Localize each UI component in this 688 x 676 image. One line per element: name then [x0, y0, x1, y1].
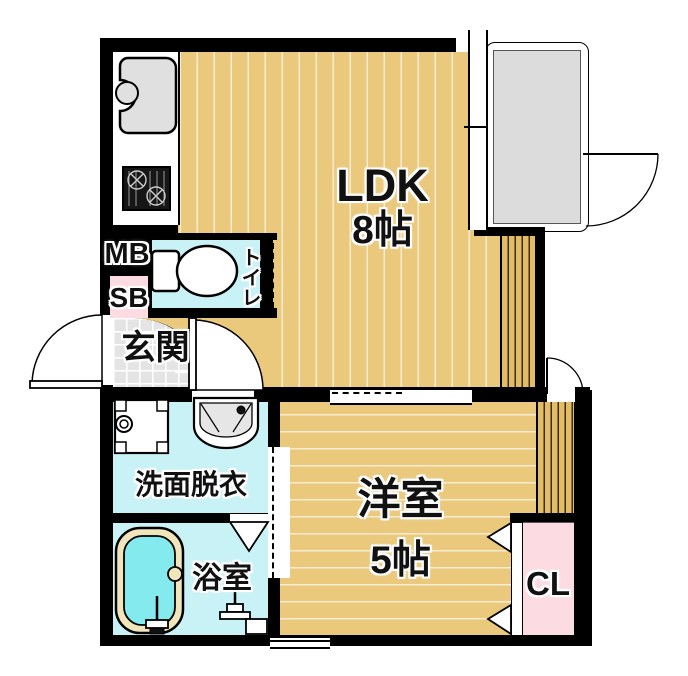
wall-closet-top [510, 513, 590, 522]
window-ldk-east [468, 30, 488, 230]
closet-door-triangle-bottom [486, 603, 512, 636]
balcony-inner [493, 50, 581, 224]
room-label-closet: CL [526, 565, 570, 602]
toilet-fixture [150, 244, 239, 298]
ldk-step-strip [500, 233, 539, 390]
wall-balcony-jog [474, 227, 545, 236]
wall-toilet-bottom [150, 308, 277, 318]
shower-mixer [219, 588, 251, 620]
room-label-entrance: 玄関 [121, 329, 190, 367]
wall-kitchen-bottom [100, 225, 178, 233]
gas-stove [122, 166, 171, 211]
opening-entrance-door [100, 315, 113, 385]
western-room-step-strip [536, 398, 576, 513]
opening-bathroom-door [230, 514, 268, 523]
room-label-ldk: LDK [336, 160, 429, 211]
wall-ldk-east [535, 227, 545, 390]
sb-box-label: SB [109, 282, 149, 313]
window-ldk-east-tick [464, 126, 488, 128]
bathtub-faucet [145, 596, 169, 635]
room-label-toilet: トイレ [238, 247, 260, 307]
window-bottom-midline [270, 640, 330, 642]
meter-box-label: MB [104, 238, 150, 270]
room-size-western: 5帖 [370, 539, 431, 582]
room-label-washroom: 洗面脱衣 [134, 469, 247, 500]
opening-strip-door [547, 389, 575, 402]
entrance-door-swing [29, 314, 103, 389]
opening-top-window-gap [456, 38, 470, 52]
room-label-western: 洋室 [357, 476, 444, 524]
room-size-ldk: 8帖 [352, 209, 413, 252]
window-bottom [270, 636, 330, 649]
kitchen-sink [115, 56, 178, 135]
bathroom-folding-door [228, 521, 270, 553]
wall-toilet-top [150, 233, 277, 240]
wall-bath-east-upper [268, 390, 280, 447]
wall-south-corner [575, 387, 590, 402]
washroom-door-swing [188, 317, 264, 391]
room-label-bathroom: 浴室 [192, 562, 252, 595]
washing-machine-pan [113, 398, 170, 455]
balcony-door-swing [583, 153, 659, 227]
bathtub [114, 526, 185, 635]
strip-door-swing [546, 357, 584, 395]
bath-partition-dashed [272, 447, 274, 578]
sb-box [110, 276, 148, 318]
bath-counter [245, 618, 268, 635]
wall-top [100, 38, 458, 52]
wall-wash-bath-divider [100, 513, 268, 523]
wall-bath-east-lower [268, 578, 280, 638]
toilet-partition-dashed [272, 243, 274, 308]
wall-bottom [100, 635, 592, 646]
closet-door-triangle-top [486, 521, 512, 554]
sliding-door-dashed [332, 392, 402, 394]
vanity-sink [192, 396, 260, 450]
wall-toilet-right [260, 233, 273, 310]
